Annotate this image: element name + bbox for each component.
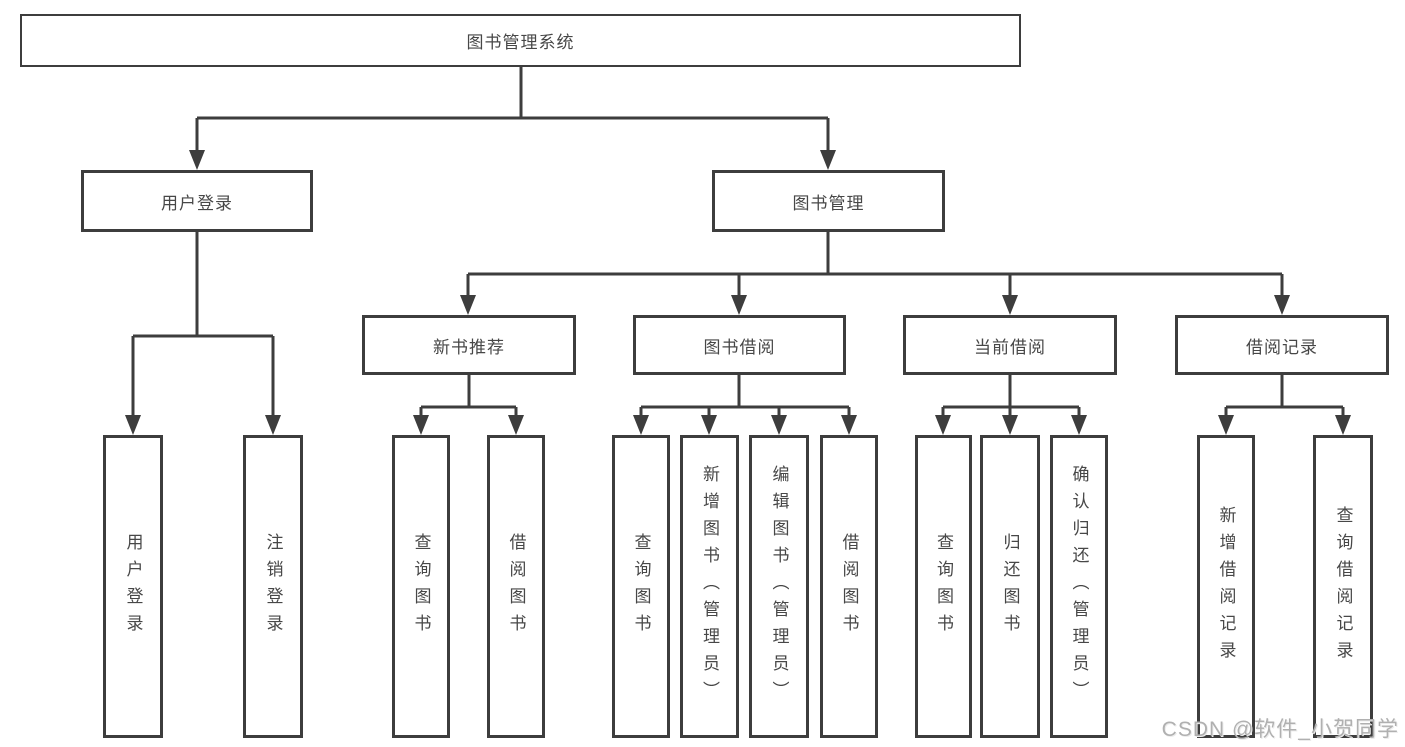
node-label: 借阅记录 [1246,337,1318,357]
node-label: 新书推荐 [433,337,505,357]
node-cb-query-books: 查询图书 [915,435,972,738]
node-bb-borrow-books: 借阅图书 [820,435,878,738]
node-book-management-system: 图书管理系统 [20,14,1021,67]
node-label: 当前借阅 [974,337,1046,357]
node-label: 归还图书 [1000,532,1020,641]
node-label: 查询图书 [631,532,651,641]
node-label: 确认归还（管理员） [1069,465,1089,708]
node-label: 用户登录 [161,193,233,213]
node-br-add-record: 新增借阅记录 [1197,435,1255,738]
node-label: 注销登录 [263,532,283,641]
node-book-borrowing: 图书借阅 [633,315,846,375]
node-current-borrowing: 当前借阅 [903,315,1117,375]
watermark: CSDN @软件_小贺同学 [1161,718,1399,741]
node-book-management: 图书管理 [712,170,945,232]
node-leaf-user-login: 用户登录 [103,435,163,738]
node-cb-confirm-return-admin: 确认归还（管理员） [1050,435,1108,738]
node-borrowing-records: 借阅记录 [1175,315,1389,375]
node-label: 用户登录 [123,532,143,641]
node-label: 图书管理 [792,193,865,213]
node-label: 图书借阅 [703,337,776,357]
node-bb-add-books-admin: 新增图书（管理员） [680,435,739,738]
node-new-book-recommend: 新书推荐 [362,315,576,375]
node-label: 图书管理系统 [466,33,575,52]
node-label: 查询图书 [411,532,431,641]
node-rec-borrow-books: 借阅图书 [487,435,545,738]
node-leaf-logout: 注销登录 [243,435,303,738]
node-label: 新增借阅记录 [1216,505,1236,668]
node-user-login: 用户登录 [81,170,313,232]
node-label: 编辑图书（管理员） [769,465,789,708]
node-label: 借阅图书 [506,532,526,641]
node-label: 查询图书 [934,532,953,641]
node-cb-return-books: 归还图书 [980,435,1040,738]
node-br-query-record: 查询借阅记录 [1313,435,1373,738]
node-bb-query-books: 查询图书 [612,435,670,738]
node-label: 查询借阅记录 [1333,505,1353,668]
node-bb-edit-books-admin: 编辑图书（管理员） [749,435,809,738]
node-label: 新增图书（管理员） [700,465,719,708]
node-rec-query-books: 查询图书 [392,435,450,738]
node-label: 借阅图书 [839,532,859,641]
